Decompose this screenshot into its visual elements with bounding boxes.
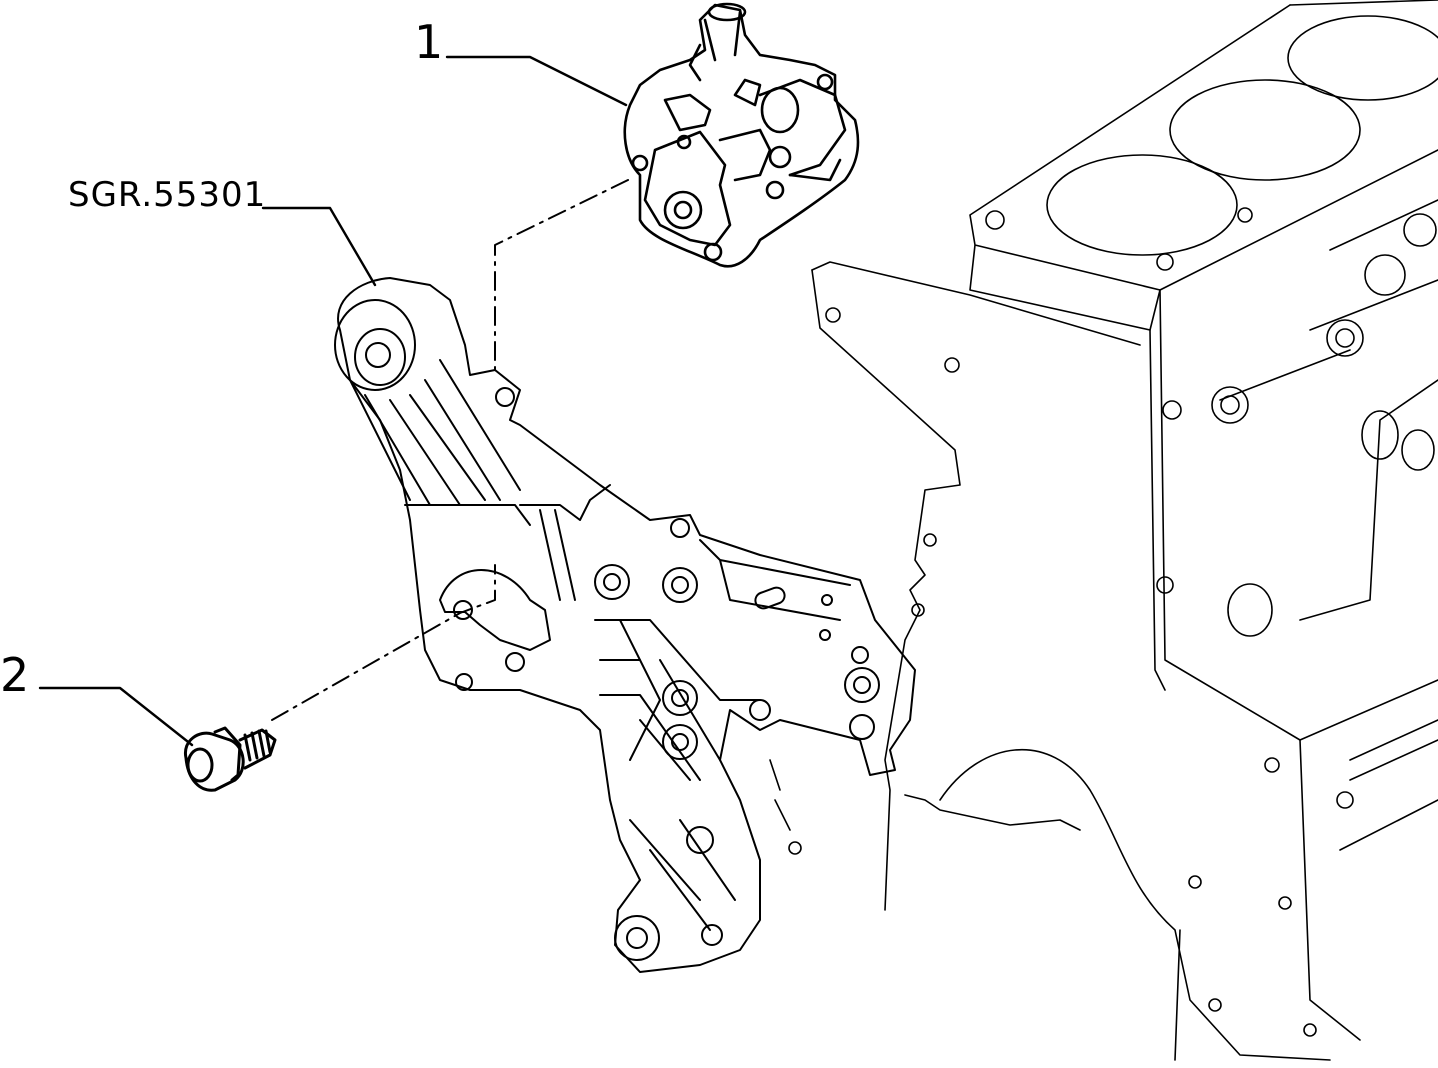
callout-label-1: 1 [414, 15, 444, 69]
mounting-bracket-icon [334, 277, 916, 973]
power-steering-pump-icon [623, 2, 860, 268]
leader-line-part-1 [445, 55, 628, 107]
bolt-alignment-line [271, 564, 496, 721]
bolt-icon [183, 726, 277, 792]
reference-code-label: SGR.55301 [68, 175, 267, 215]
pump-alignment-line [494, 179, 629, 371]
callout-label-2: 2 [0, 648, 30, 702]
leader-line-part-2 [38, 686, 194, 747]
engine-block-icon [769, 0, 1438, 1061]
leader-line-reference [261, 206, 377, 287]
